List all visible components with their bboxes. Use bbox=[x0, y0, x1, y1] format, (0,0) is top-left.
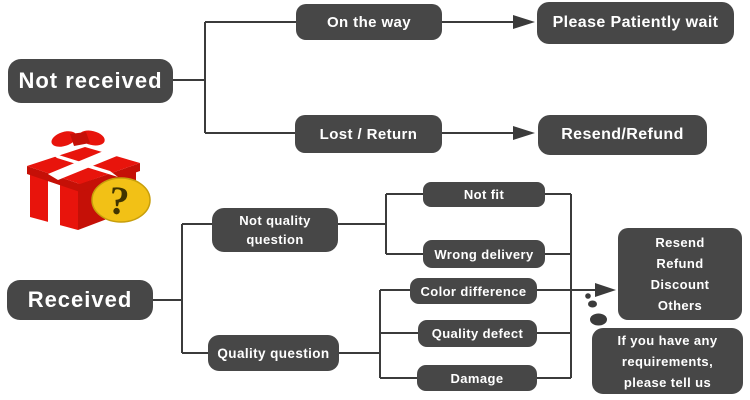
gift-with-question-mark-icon: ? bbox=[27, 130, 151, 230]
thought-dots bbox=[585, 293, 607, 326]
node-line: If you have any bbox=[617, 332, 718, 348]
node-line: Not quality bbox=[239, 213, 311, 228]
node-line: Refund bbox=[656, 256, 704, 271]
node-resend-refund: Resend/Refund bbox=[538, 115, 707, 155]
node-outcomes: Resend Refund Discount Others bbox=[618, 228, 742, 320]
node-line: requirements, bbox=[621, 353, 714, 369]
node-line: Others bbox=[657, 298, 703, 313]
arrowhead-to-resend-refund bbox=[513, 126, 535, 140]
node-on-the-way: On the way bbox=[296, 4, 442, 40]
node-not-quality-question: Not quality question bbox=[212, 208, 338, 252]
node-not-received: Not received bbox=[8, 59, 173, 103]
node-not-fit: Not fit bbox=[423, 182, 545, 207]
node-please-patiently-wait: Please Patiently wait bbox=[537, 2, 734, 44]
node-color-difference: Color difference bbox=[410, 278, 537, 304]
node-line: please tell us bbox=[623, 374, 712, 390]
node-lost-return: Lost / Return bbox=[295, 115, 442, 153]
node-line: Discount bbox=[650, 277, 710, 292]
node-wrong-delivery: Wrong delivery bbox=[423, 240, 545, 268]
question-mark-glyph: ? bbox=[107, 177, 132, 224]
connector-not-received-branch bbox=[173, 21, 515, 134]
node-line: question bbox=[246, 232, 304, 247]
arrowhead-to-please-wait bbox=[513, 15, 535, 29]
node-quality-question: Quality question bbox=[208, 335, 339, 371]
node-damage: Damage bbox=[417, 365, 537, 391]
connector-received-branch bbox=[153, 193, 597, 379]
node-quality-defect: Quality defect bbox=[418, 320, 537, 347]
node-line: Resend bbox=[655, 235, 705, 250]
arrowhead-to-outcomes bbox=[595, 283, 616, 297]
node-requirements-note: If you have any requirements, please tel… bbox=[592, 328, 743, 394]
node-received: Received bbox=[7, 280, 153, 320]
